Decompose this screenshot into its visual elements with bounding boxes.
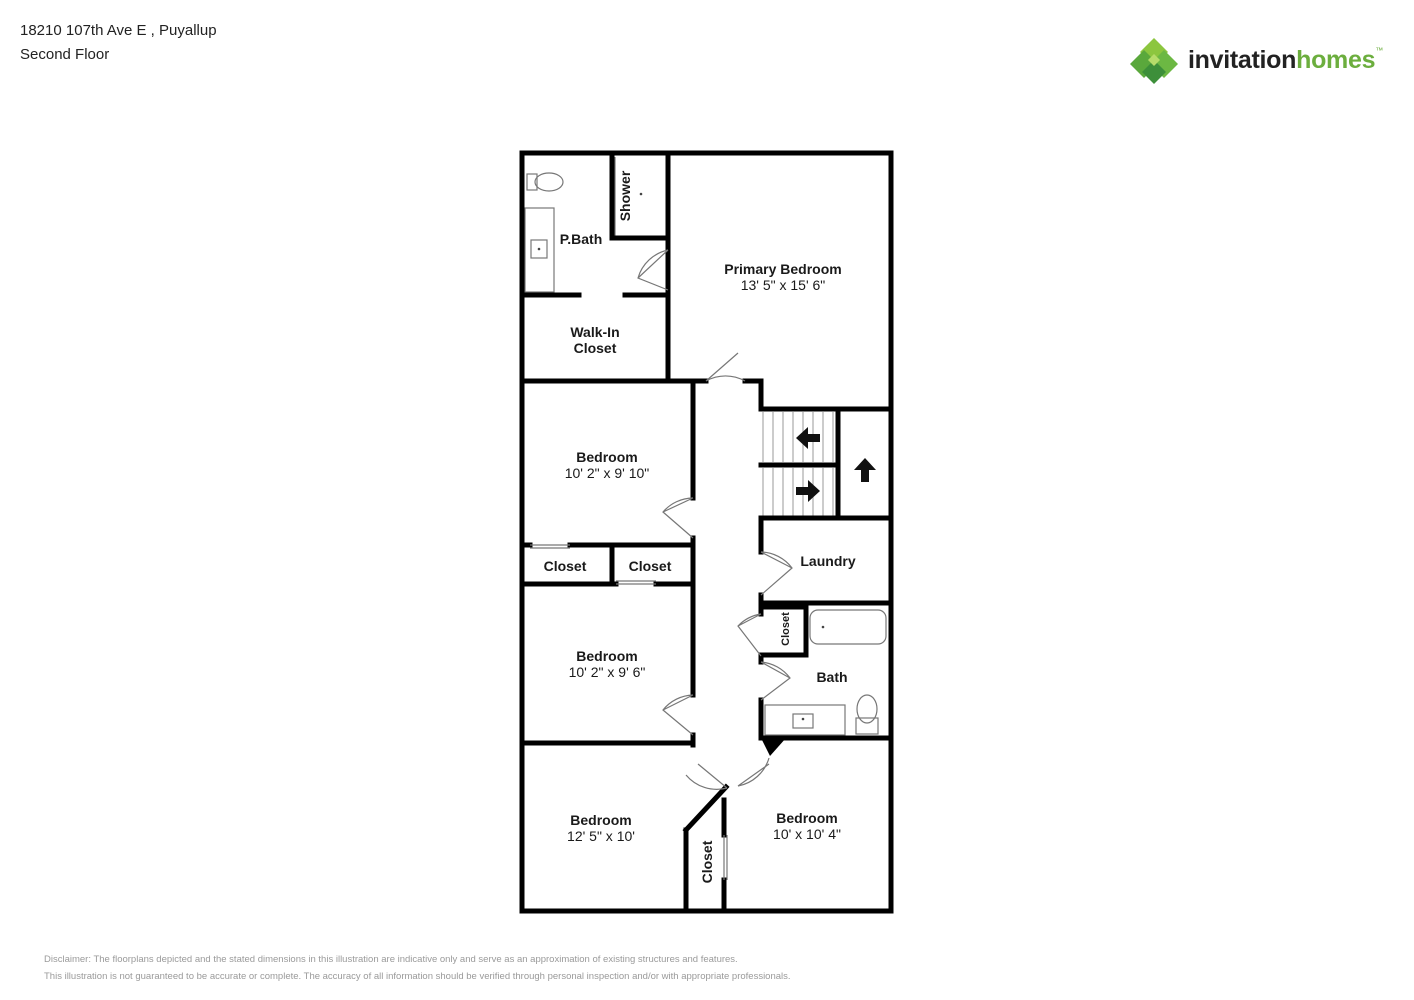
floor-label: Second Floor	[20, 46, 110, 63]
wall-corner	[761, 738, 786, 756]
closet-2-name: Closet	[629, 558, 672, 574]
primary-bedroom-dims: 13' 5" x 15' 6"	[741, 277, 826, 293]
arrow-right-icon	[796, 480, 820, 502]
walk-in-closet-line1: Walk-In	[570, 324, 619, 340]
shower-name: Shower	[617, 170, 633, 221]
bedroom-4-dims: 10' x 10' 4"	[773, 826, 841, 842]
disclaimer-line-1: Disclaimer: The floorplans depicted and …	[44, 954, 738, 965]
staircase	[762, 412, 834, 516]
arrow-left-icon	[796, 427, 820, 449]
closet-1-name: Closet	[544, 558, 587, 574]
property-address: 18210 107th Ave E , Puyallup	[20, 22, 217, 39]
bedroom-3-name: Bedroom	[570, 812, 631, 828]
fixture-dots	[537, 192, 825, 721]
laundry-name: Laundry	[800, 553, 855, 569]
logo-wordmark: invitationhomes™	[1188, 46, 1383, 74]
bedroom-2-dims: 10' 2" x 9' 6"	[569, 664, 646, 680]
bedroom-1-dims: 10' 2" x 9' 10"	[565, 465, 650, 481]
plumbing-fixtures	[524, 157, 887, 736]
disclaimer-line-2: This illustration is not guaranteed to b…	[44, 971, 791, 982]
bedroom-1-name: Bedroom	[576, 449, 637, 465]
walls	[519, 150, 894, 914]
bedroom-2-name: Bedroom	[576, 648, 637, 664]
closet-4-name: Closet	[780, 612, 792, 646]
bath-name: Bath	[816, 669, 847, 685]
room-labels: Primary Bedroom 13' 5" x 15' 6" P.Bath S…	[544, 170, 856, 883]
brand-logo: invitationhomes™	[1128, 36, 1388, 90]
closet-3-name: Closet	[699, 840, 715, 883]
p-bath-name: P.Bath	[560, 231, 603, 247]
walk-in-closet-line2: Closet	[574, 340, 617, 356]
bedroom-3-dims: 12' 5" x 10'	[567, 828, 635, 844]
arrow-up-icon	[854, 458, 876, 482]
logo-mark-icon	[1130, 38, 1178, 84]
primary-bedroom-name: Primary Bedroom	[724, 261, 841, 277]
bedroom-4-name: Bedroom	[776, 810, 837, 826]
stair-arrows	[796, 427, 876, 502]
doors	[530, 249, 793, 880]
